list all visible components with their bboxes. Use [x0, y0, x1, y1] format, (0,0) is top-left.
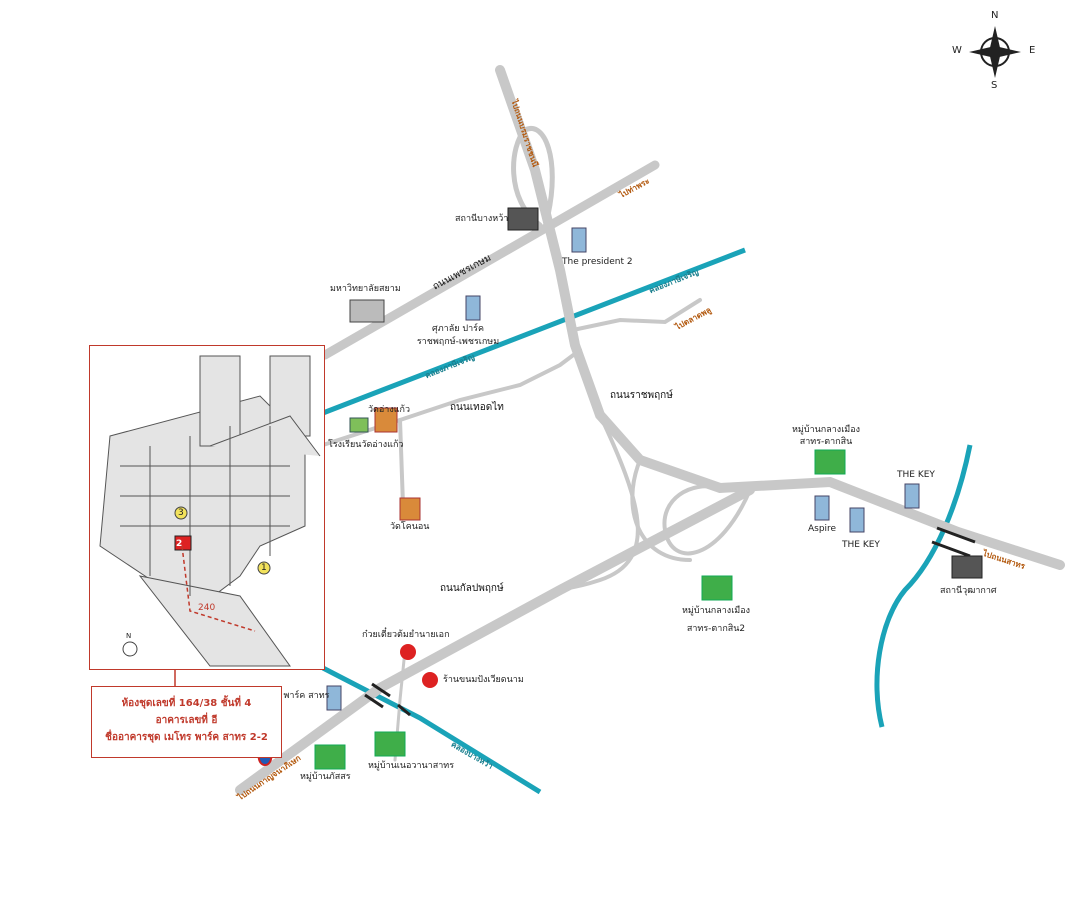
- label-bread-shop: ร้านขนมปังเวียดนาม: [443, 675, 524, 685]
- university-icon: [349, 299, 385, 323]
- bridge-kanlapaphruek: [364, 682, 391, 709]
- road-thoetthai-branch: [398, 418, 405, 507]
- bridge-sathorn: [931, 526, 976, 558]
- site-plan-drawing: [99, 355, 321, 667]
- road-bang-phrom-loop: [511, 126, 555, 228]
- interchange-loop-2: [662, 484, 752, 556]
- canals: [321, 247, 973, 795]
- unit-info-line2: อาคารเลขที่ อี: [155, 715, 218, 726]
- bridges: [364, 526, 976, 717]
- unit-info-line3: ชื่ออาคารชุด เมโทร พาร์ค สาทร 2-2: [105, 732, 268, 743]
- label-village-klang-mueang-2b: สาทร-ตากสิน2: [686, 624, 746, 634]
- building-icon: [904, 483, 920, 509]
- restaurant-icon: [400, 644, 416, 660]
- site-plan-inset: 2 3 1 240 N: [89, 345, 325, 670]
- road-ratchaphruek: [495, 65, 1065, 570]
- road-kanlapaphruek: [235, 485, 755, 795]
- label-wutthakat-station: สถานีวุฒากาศ: [940, 586, 997, 596]
- canal-bang-wa: [321, 665, 542, 795]
- label-supalai-park-1: ศุภาลัย ปาร์ค: [432, 324, 484, 334]
- label-village-phatsorn: หมู่บ้านภัสสร: [300, 772, 351, 782]
- label-noodle-shop: ก๋วยเตี๋ยวต้มยำนายเอก: [362, 630, 450, 640]
- label-village-klang-mueang-1a: หมู่บ้านกลางเมือง: [791, 425, 861, 435]
- compass-east: E: [1029, 45, 1036, 56]
- road-talat-phlu: [571, 298, 702, 332]
- building-icon: [849, 507, 865, 533]
- compass-north: N: [991, 10, 999, 21]
- village-icon: [814, 449, 846, 475]
- road-phetkasem: [320, 160, 660, 360]
- temple-icon: [399, 497, 421, 521]
- inset-distance-label: 240: [198, 603, 216, 613]
- building-icon: [326, 685, 342, 711]
- label-supalai-park-2: ราชพฤกษ์-เพชรเกษม: [416, 337, 500, 347]
- village-icon: [701, 575, 733, 601]
- canal-east: [874, 444, 973, 728]
- building-icon: [814, 495, 830, 521]
- unit-info-line1: ห้องชุดเลขที่ 164/38 ชั้นที่ 4: [121, 698, 252, 709]
- school-icon: [349, 417, 369, 433]
- label-metro-park: เมโทร พาร์ค สาทร: [256, 691, 330, 701]
- road-label-ratchaphruek: ถนนราชพฤกษ์: [610, 390, 673, 401]
- train-station-icon: [951, 555, 983, 579]
- village-icon: [314, 744, 346, 770]
- inset-marker-2: 2: [176, 539, 183, 549]
- temple-icon: [374, 407, 398, 433]
- interchange-loop-1: [558, 413, 640, 592]
- unit-info-box: ห้องชุดเลขที่ 164/38 ชั้นที่ 4 อาคารเลขท…: [91, 686, 282, 758]
- label-the-key-1: THE KEY: [897, 470, 935, 480]
- inset-marker-3: 3: [178, 508, 184, 518]
- canal-phasi-charoen: [322, 247, 746, 416]
- inset-compass-n: N: [126, 632, 132, 640]
- train-station-icon: [507, 207, 539, 231]
- compass-south: S: [991, 80, 998, 91]
- poi-icons: [257, 207, 983, 770]
- label-wat-khanon: วัดโคนอน: [390, 522, 430, 532]
- road-label-kanlapaphruek: ถนนกัลปพฤกษ์: [440, 583, 504, 594]
- road-label-thoetthai: ถนนเทอดไท: [450, 402, 504, 413]
- label-aspire: Aspire: [808, 524, 837, 534]
- compass-rose: [969, 26, 1021, 78]
- bridge-small: [397, 703, 411, 717]
- interchange-loop-3: [630, 458, 692, 562]
- label-village-nevana: หมู่บ้านเนอวานาสาทร: [368, 761, 455, 771]
- label-village-klang-mueang-2a: หมู่บ้านกลางเมือง: [681, 606, 751, 616]
- compass-west: W: [952, 45, 962, 56]
- label-siam-university: มหาวิทยาลัยสยาม: [330, 284, 401, 294]
- label-village-klang-mueang-1b: สาทร-ตากสิน: [799, 437, 853, 447]
- inset-marker-1: 1: [261, 563, 267, 573]
- label-school-wat-ang-kaeo: โรงเรียนวัดอ่างแก้ว: [328, 440, 404, 450]
- label-the-key-2: THE KEY: [842, 540, 880, 550]
- label-wat-ang-kaeo: วัดอ่างแก้ว: [368, 405, 411, 415]
- label-bang-wa-station: สถานีบางหว้า: [455, 214, 509, 224]
- building-icon: [571, 227, 587, 253]
- label-president2: The president 2: [562, 257, 633, 267]
- building-icon: [465, 295, 481, 321]
- village-icon: [374, 731, 406, 757]
- restaurant-icon: [422, 672, 438, 688]
